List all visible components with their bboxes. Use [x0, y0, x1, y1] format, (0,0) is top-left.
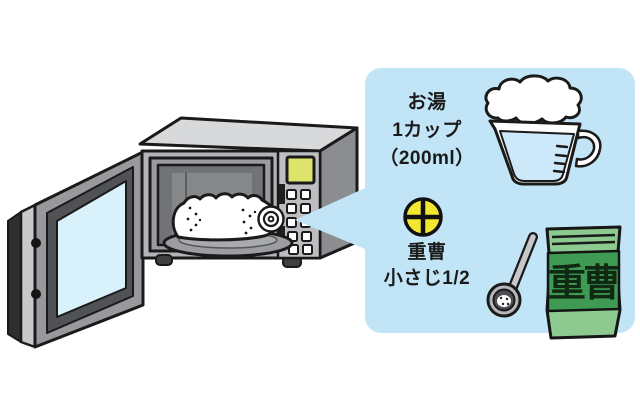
door-latch-top: [31, 238, 41, 248]
spoon-powder-speckles: [499, 296, 510, 306]
open-microwave-icon: [7, 116, 359, 349]
spoon-powder: [497, 295, 511, 307]
microwave-display: [285, 155, 316, 185]
cup-handle: [574, 129, 602, 168]
bag-seal-line-2: [551, 240, 616, 246]
bag-label-panel: [546, 249, 621, 313]
door-latch-bottom: [31, 289, 41, 299]
door-catch-bottom: [279, 226, 285, 242]
hot-water-line-1: お湯: [407, 92, 447, 113]
hot-water-line-2: 1カップ: [392, 120, 462, 141]
bag-label: 重曹: [548, 263, 619, 305]
door-side-edge: [19, 203, 37, 349]
cup-water: [499, 130, 575, 182]
plus-icon: [403, 197, 443, 237]
cup-measure-marks: [552, 144, 569, 174]
towel-speckles: [186, 206, 257, 235]
baking-soda-line-2: 小さじ1/2: [383, 268, 471, 289]
towel-spiral: [257, 205, 285, 233]
bag-seal-line-1: [551, 233, 616, 239]
microwave-top-face: [138, 116, 359, 153]
callout-triangle: [295, 188, 365, 249]
steam-icon: [484, 74, 583, 125]
hot-water-line-3: （200ml）: [379, 148, 475, 169]
baking-soda-bag-icon: 重曹: [545, 225, 622, 340]
measuring-spoon-icon: [486, 232, 538, 318]
door-back-edge: [7, 211, 22, 343]
plate-and-towel: [162, 192, 294, 258]
measuring-cup-with-steam-icon: [484, 74, 602, 186]
hot-water-label: お湯 1カップ （200ml）: [357, 89, 497, 173]
baking-soda-line-1: 重曹: [407, 242, 447, 263]
microwave-door: [7, 150, 145, 349]
door-window: [56, 180, 127, 318]
microwave-foot-left: [155, 254, 173, 266]
baking-soda-label: 重曹 小さじ1/2: [357, 240, 497, 292]
door-catch-top: [279, 184, 285, 204]
